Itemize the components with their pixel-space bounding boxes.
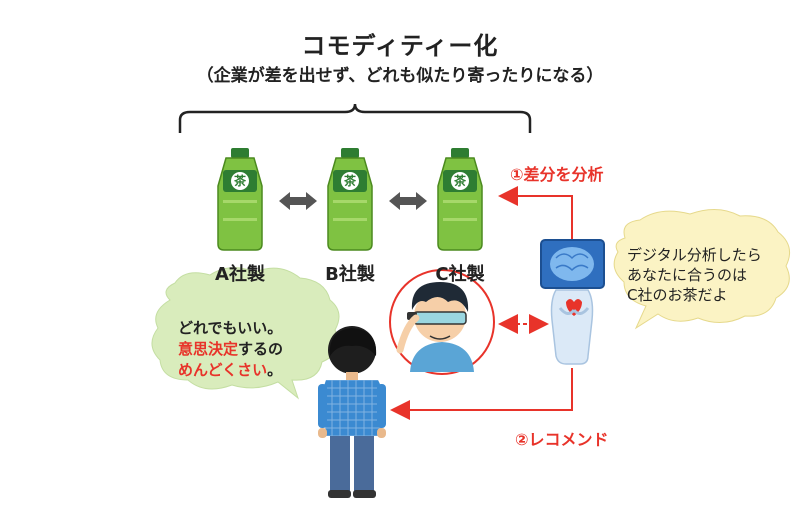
consumer-line-2-rest: するの: [238, 340, 284, 358]
ai-line-3: C社のお茶だよ: [627, 286, 728, 304]
consumer-line-3-rest: 。: [267, 361, 283, 379]
recommend-arrow: [390, 368, 573, 420]
bottle-a-icon: [217, 148, 263, 251]
consumer-line-2-highlight: 意思決定: [178, 340, 239, 358]
bottle-b-icon: [327, 148, 373, 251]
consumer-line-1: どれでもいい。: [178, 319, 283, 337]
ai-bubble-text: デジタル分析したら あなたに合うのは C社のお茶だよ: [627, 245, 787, 305]
product-c-label: C社製: [435, 264, 485, 285]
consumer-line-3-highlight: めんどくさい: [178, 361, 268, 379]
ai-robot-icon: [540, 239, 605, 365]
page-title: コモディティー化: [301, 32, 499, 60]
bottle-a-tag: 茶: [233, 174, 246, 188]
product-b-label: B社製: [325, 264, 375, 285]
ai-speech-bubble: [613, 209, 791, 330]
consumer-icon: [318, 326, 386, 498]
ai-line-2: あなたに合うのは: [627, 266, 748, 284]
double-arrow-ab-icon: [279, 192, 317, 210]
bottle-c-tag: 茶: [453, 174, 466, 188]
product-a-label: A社製: [215, 264, 265, 285]
step-recommend-label: ②レコメンド: [515, 430, 609, 449]
ai-line-1: デジタル分析したら: [627, 246, 762, 264]
consumer-bubble-text: どれでもいい。 意思決定するの めんどくさい。: [178, 318, 328, 381]
consumer-line-2: 意思決定するの: [178, 339, 328, 360]
double-arrow-bc-icon: [389, 192, 427, 210]
analysis-arrow: [498, 186, 573, 240]
bottle-b-tag: 茶: [343, 174, 356, 188]
consumer-line-3: めんどくさい。: [178, 360, 328, 381]
page-subtitle: （企業が差を出せず、どれも似たり寄ったりになる）: [196, 66, 604, 86]
grouping-brace: [178, 103, 532, 133]
glasses-person-icon: [389, 269, 495, 375]
bottle-c-icon: [437, 148, 483, 251]
step-analysis-label: ①差分を分析: [510, 165, 604, 184]
